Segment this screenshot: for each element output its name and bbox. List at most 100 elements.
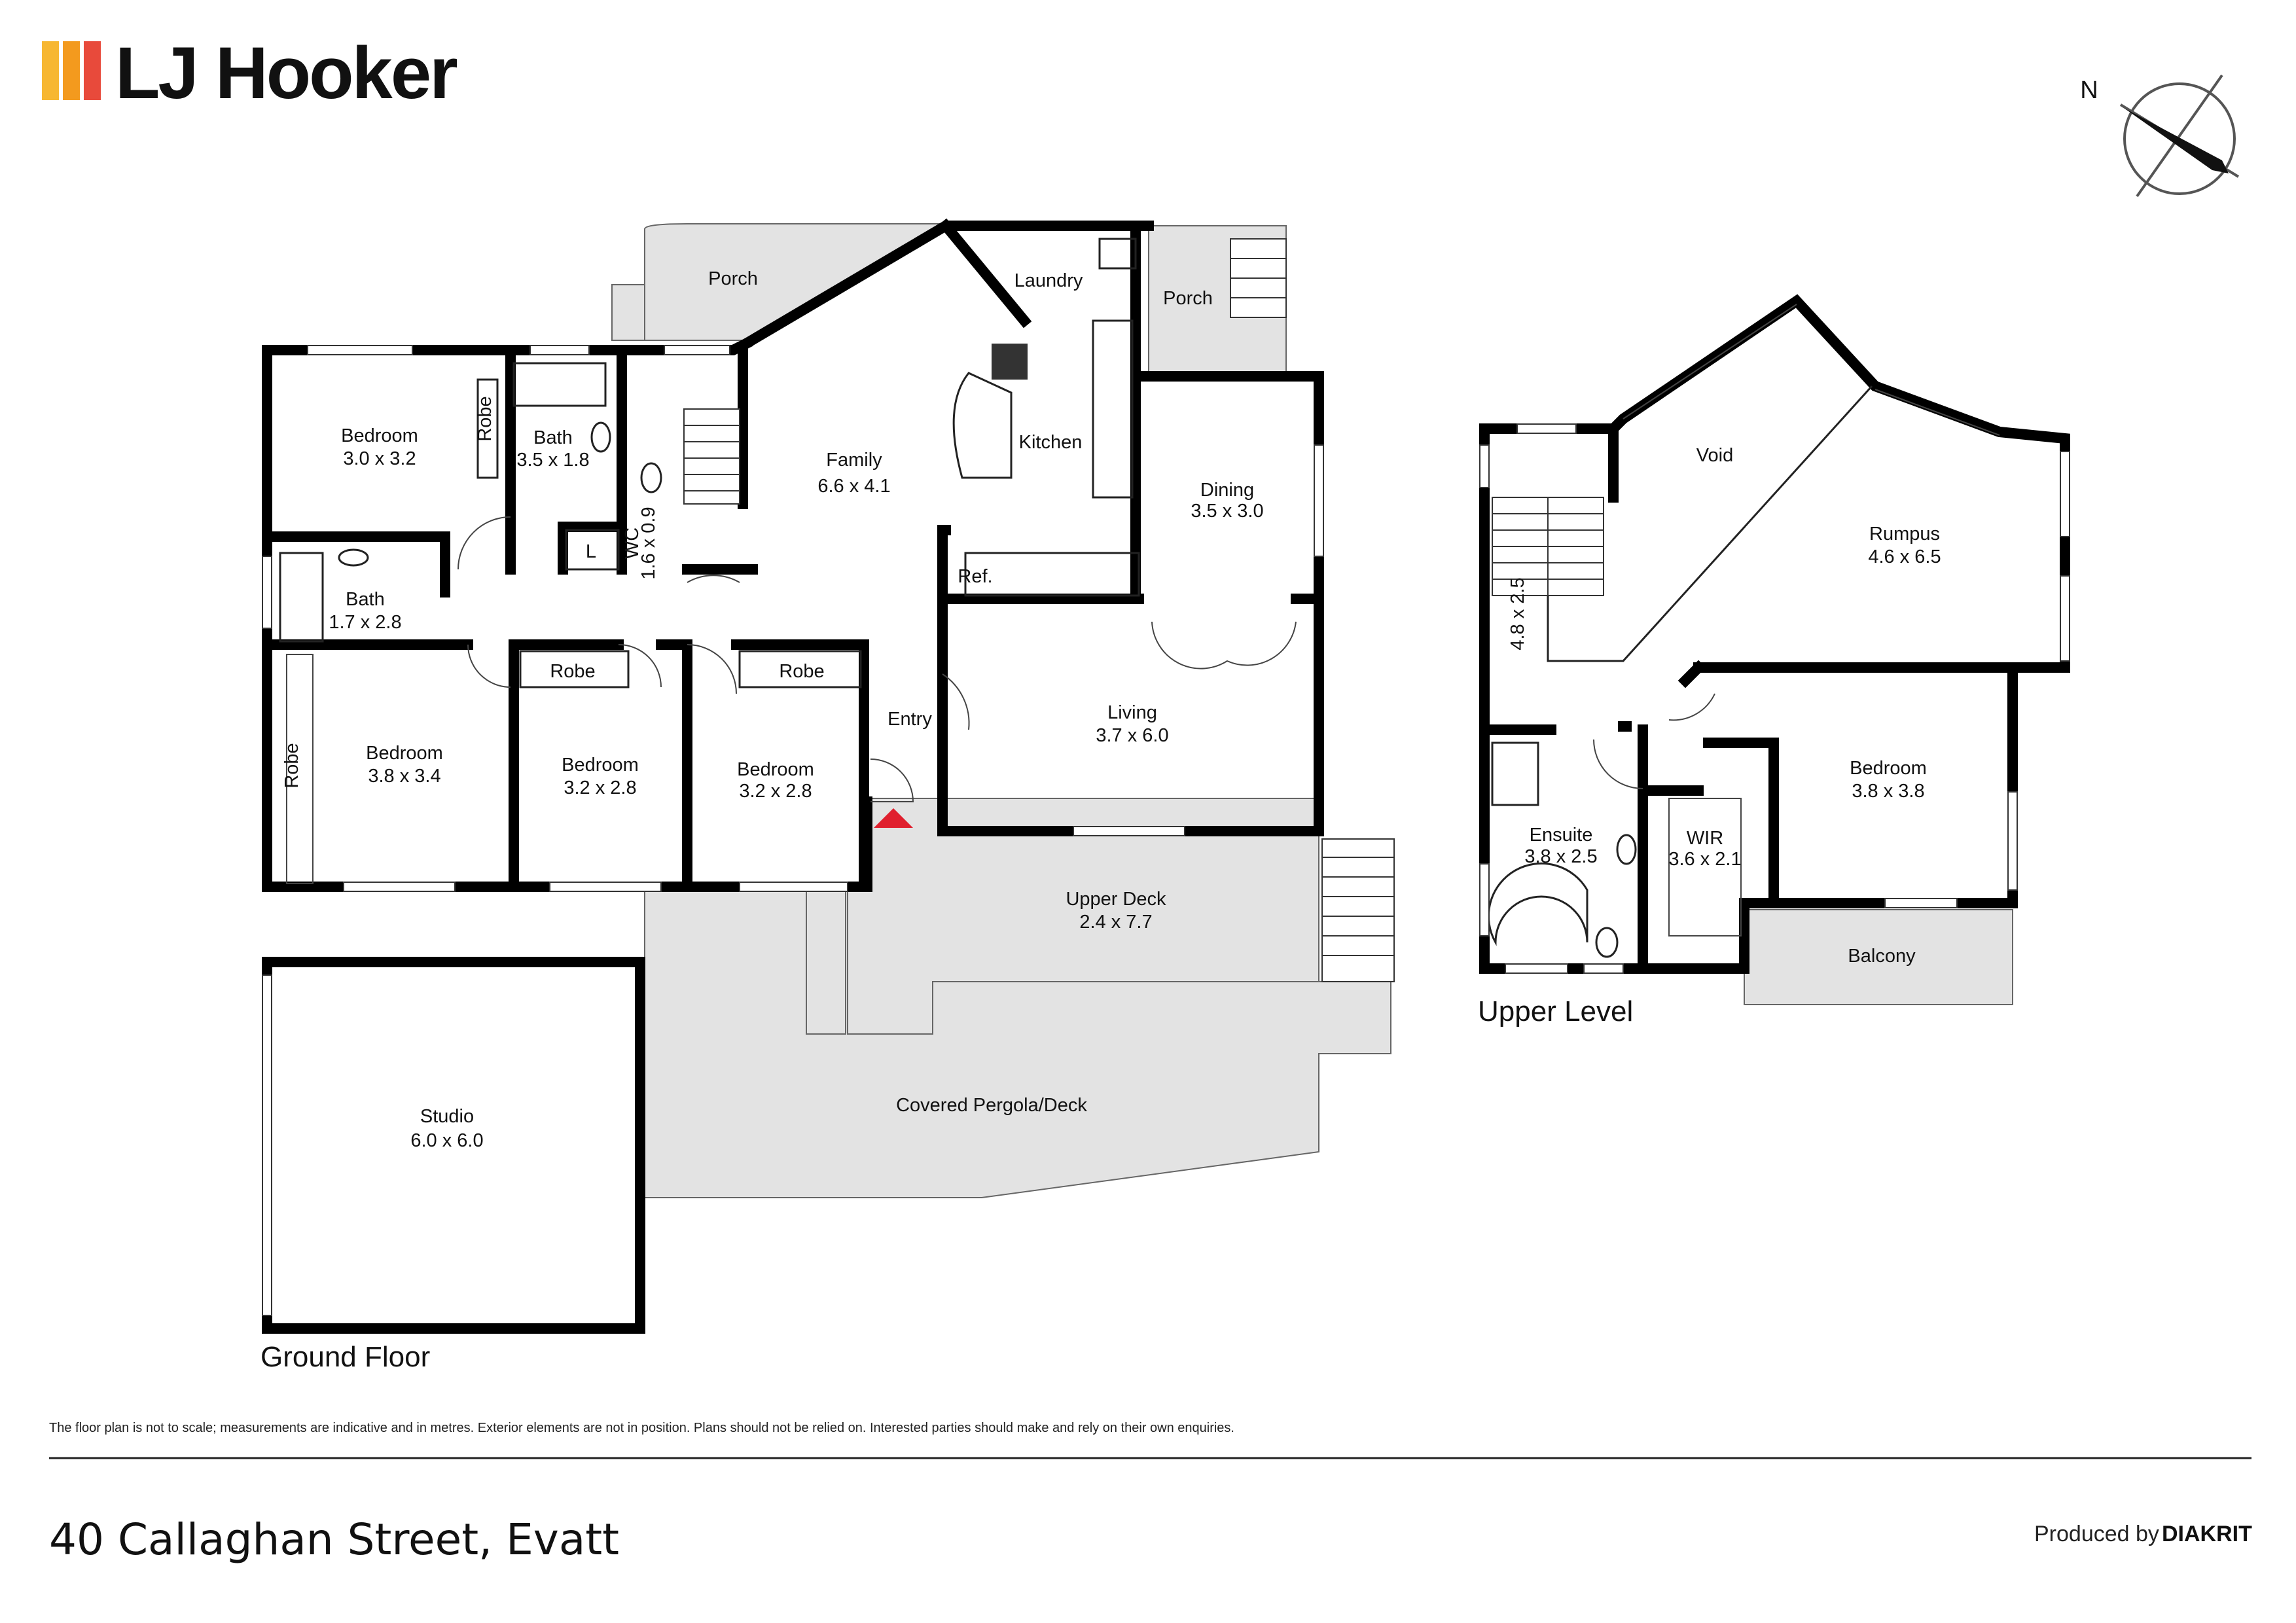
bedroom1-door [457, 516, 511, 570]
room-robe3-name: Robe [550, 661, 595, 682]
room-ref-name: Ref. [958, 566, 992, 587]
room-bath2-dim: 1.7 x 2.8 [329, 612, 401, 633]
window [1583, 963, 1624, 974]
room-pergola-name: Covered Pergola/Deck [896, 1095, 1087, 1116]
logo-bar-yellow [42, 41, 59, 100]
basin-bath1 [590, 421, 611, 453]
room-studio-dim: 6.0 x 6.0 [410, 1130, 483, 1151]
entry-door [870, 758, 914, 802]
toilet-wc [640, 462, 662, 493]
window [1884, 898, 1958, 908]
porch-right-stairs [1230, 238, 1287, 318]
room-robe4-name: Robe [779, 661, 824, 682]
room-dining-dim: 3.5 x 3.0 [1191, 501, 1263, 522]
room-void-name: Void [1696, 445, 1733, 466]
upper-level-labels: Void Rumpus 4.6 x 6.5 4.8 x 2.5 Ensuite … [1478, 445, 1941, 1027]
ground-internal-stairs [683, 408, 740, 505]
upper-stairs [1492, 497, 1604, 596]
room-living-name: Living [1107, 702, 1157, 723]
balcony-area [1744, 909, 2013, 1005]
basin-bath2 [338, 548, 369, 567]
deck-stairs-right [1321, 838, 1395, 982]
window [307, 345, 413, 355]
ground-floor-exterior [611, 223, 1395, 1198]
window [529, 345, 590, 355]
room-bedroom-upper-name: Bedroom [1850, 758, 1927, 779]
studio-door-opening [262, 974, 272, 1316]
room-bedroom2-name: Bedroom [366, 743, 443, 764]
room-rumpus-name: Rumpus [1869, 524, 1940, 544]
brand-name: LJ Hooker [115, 32, 457, 114]
room-living-dim: 3.7 x 6.0 [1096, 725, 1168, 746]
room-bedroom1-name: Bedroom [341, 425, 418, 446]
window [1314, 444, 1324, 557]
window [2060, 451, 2070, 537]
kitchen-bench-right [1092, 319, 1134, 499]
room-bedroom4-dim: 3.2 x 2.8 [739, 781, 812, 802]
window [549, 882, 662, 892]
window [739, 882, 848, 892]
kitchen-island [952, 372, 1013, 479]
north-compass-icon: N [2080, 74, 2240, 198]
ground-floor-fixtures [262, 238, 1324, 1316]
ground-floor-labels: Porch Laundry Porch Bedroom 3.0 x 3.2 Ro… [260, 268, 1264, 1373]
bathtub-lower [279, 552, 324, 643]
room-wir-name: WIR [1687, 828, 1723, 849]
room-bedroom2-dim: 3.8 x 3.4 [368, 766, 440, 787]
porch-left-step [611, 284, 645, 341]
room-ensuite-name: Ensuite [1530, 825, 1593, 846]
window [1073, 826, 1185, 836]
room-dining-name: Dining [1200, 480, 1254, 501]
ground-floor-walls [262, 218, 1324, 1334]
robe3-cabinet [519, 650, 630, 688]
logo-bar-orange [63, 41, 80, 100]
property-address: 40 Callaghan Street, Evatt [49, 1514, 619, 1565]
room-bath1-name: Bath [533, 427, 573, 448]
room-robe2-name: Robe [281, 743, 302, 788]
room-family-name: Family [826, 450, 882, 471]
ensuite-door [1593, 739, 1643, 789]
window [2007, 791, 2018, 891]
kitchen-bench-lower [964, 552, 1140, 597]
window [2060, 575, 2070, 662]
footer: The floor plan is not to scale; measurem… [49, 1421, 2252, 1565]
room-upper-deck-dim: 2.4 x 7.7 [1079, 912, 1152, 933]
room-bath2-name: Bath [346, 589, 385, 610]
family-door [687, 575, 740, 583]
room-porch-left-name: Porch [708, 268, 758, 289]
window [1874, 389, 2000, 436]
compass-north-label: N [2080, 77, 2098, 104]
shower-ensuite [1491, 741, 1539, 806]
basin-ensuite [1616, 834, 1637, 865]
room-robe1-name: Robe [475, 396, 495, 441]
room-bedroom4-name: Bedroom [737, 759, 814, 780]
room-bath1-dim: 3.5 x 1.8 [516, 450, 589, 471]
room-wc-name: WC [622, 527, 643, 559]
robe4-cabinet [738, 650, 862, 688]
room-family-dim: 6.6 x 4.1 [817, 476, 890, 497]
room-entry-name: Entry [888, 709, 932, 730]
room-balcony-name: Balcony [1848, 946, 1916, 967]
level-ground-label: Ground Floor [260, 1341, 430, 1373]
room-bedroom3-name: Bedroom [562, 755, 639, 776]
robe2-cabinet [286, 654, 314, 884]
room-bedroom1-dim: 3.0 x 3.2 [343, 448, 416, 469]
window [262, 556, 272, 629]
bedroom-upper-door [1668, 693, 1715, 721]
logo-bar-red [84, 41, 101, 100]
window [1479, 863, 1490, 936]
credit-prefix: Produced by [2034, 1522, 2159, 1546]
room-ensuite-dim: 3.8 x 2.5 [1524, 846, 1597, 867]
linen-cupboard [565, 529, 620, 571]
upper-stair-dim: 4.8 x 2.5 [1507, 577, 1528, 650]
upper-level-fixtures [1479, 304, 2070, 974]
laundry-sink [1098, 238, 1137, 270]
level-upper-label: Upper Level [1478, 995, 1633, 1027]
living-double-door [1151, 621, 1297, 669]
room-upper-deck-name: Upper Deck [1066, 889, 1166, 910]
room-wir-dim: 3.6 x 2.1 [1668, 849, 1741, 870]
bedroom4-door [687, 644, 737, 694]
window [664, 345, 730, 355]
corner-spa-bath [1487, 862, 1588, 946]
